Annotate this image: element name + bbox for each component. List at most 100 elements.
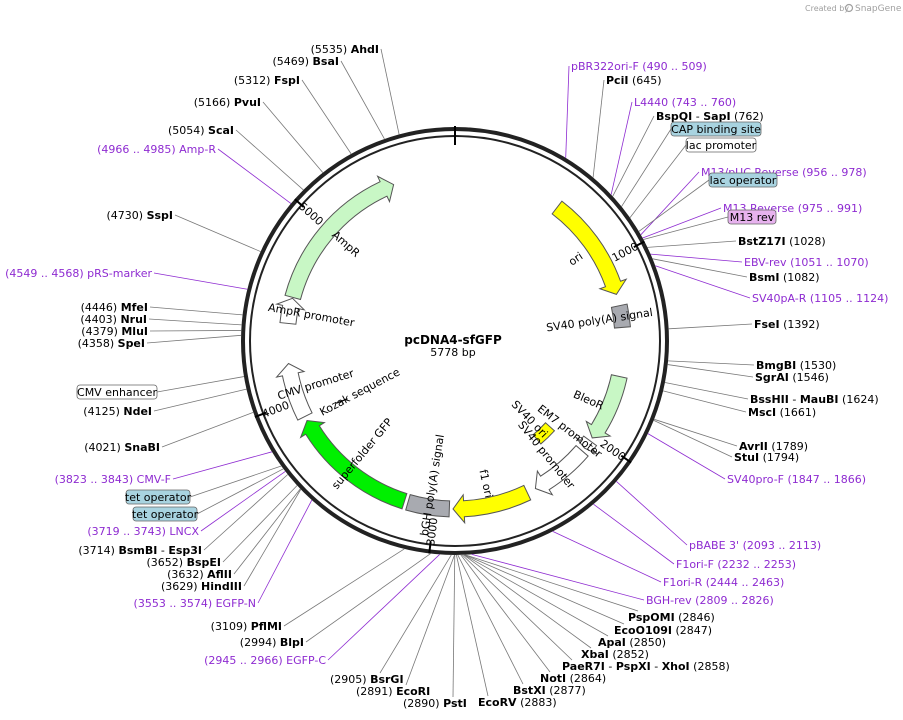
feature-f1-ori[interactable]	[452, 484, 532, 525]
leader-line	[652, 258, 748, 278]
primer-label[interactable]: (2945 .. 2966) EGFP-C	[204, 654, 326, 667]
feature-ampr-promoter[interactable]	[274, 297, 306, 325]
leader-line	[174, 214, 261, 252]
enzyme-label[interactable]: (3632) AflII	[167, 568, 232, 581]
primer-label[interactable]: F1ori-R (2444 .. 2463)	[663, 576, 784, 589]
enzyme-label[interactable]: (3714) BsmBI - Esp3I	[78, 544, 202, 557]
primer-label[interactable]: (3553 .. 3574) EGFP-N	[134, 597, 256, 610]
feature-box[interactable]	[132, 506, 198, 522]
feature-sv40-poly-a-signal[interactable]	[610, 303, 631, 329]
enzyme-label[interactable]: (3109) PflMI	[211, 620, 282, 633]
enzyme-label[interactable]: (5166) PvuI	[194, 96, 261, 109]
tick-mark	[633, 240, 645, 249]
feature-box-label: lac operator	[710, 174, 777, 187]
enzyme-label[interactable]: (3652) BspEI	[147, 556, 222, 569]
feature-sv40-poly-a-signal-label: SV40 poly(A) signal	[545, 306, 653, 335]
feature-box[interactable]	[76, 384, 158, 400]
enzyme-label[interactable]: (5469) BsaI	[272, 55, 339, 68]
enzyme-label[interactable]: MscI (1661)	[748, 406, 816, 419]
enzyme-label[interactable]: EcoO109I (2847)	[614, 624, 712, 637]
enzyme-label[interactable]: (2890) PstI	[403, 697, 467, 710]
enzyme-label[interactable]: NotI (2864)	[540, 672, 606, 685]
enzyme-label[interactable]: BstXI (2877)	[513, 684, 586, 697]
feature-box[interactable]	[685, 137, 757, 153]
leader-line	[667, 364, 754, 378]
enzyme-label[interactable]: PaeR7I - PspXI - XhoI (2858)	[562, 660, 730, 673]
feature-ampr[interactable]	[284, 175, 395, 301]
leader-line	[647, 240, 737, 248]
enzyme-label[interactable]: (4446) MfeI	[81, 301, 148, 314]
feature-ori[interactable]	[551, 200, 628, 295]
primer-label[interactable]: (3719 .. 3743) LNCX	[87, 525, 199, 538]
enzyme-label[interactable]: PspOMI (2846)	[628, 611, 715, 624]
leader-line	[217, 148, 292, 204]
feature-track	[274, 175, 631, 525]
enzyme-label[interactable]: FseI (1392)	[754, 318, 820, 331]
enzyme-label[interactable]: (5535) AhdI	[311, 43, 379, 56]
enzyme-label[interactable]: BsmI (1082)	[749, 271, 820, 284]
primer-label[interactable]: L4440 (743 .. 760)	[634, 96, 736, 109]
leader-line	[222, 485, 298, 563]
primer-label[interactable]: SV40pro-F (1847 .. 1866)	[727, 473, 866, 486]
feature-bgh-poly-a-signal[interactable]	[405, 493, 451, 518]
feature-box[interactable]	[727, 209, 777, 225]
enzyme-label[interactable]: (4379) MluI	[81, 325, 148, 338]
feature-box[interactable]	[708, 172, 778, 188]
feature-box[interactable]	[670, 121, 762, 137]
enzyme-label[interactable]: (4125) NdeI	[83, 405, 152, 418]
leader-line	[642, 207, 722, 239]
enzyme-label[interactable]: ApaI (2850)	[598, 636, 666, 649]
enzyme-label[interactable]: (2905) BsrGI	[330, 673, 404, 686]
leader-line	[647, 433, 726, 480]
enzyme-label[interactable]: PciI (645)	[606, 74, 662, 87]
enzyme-label[interactable]: (4021) SnaBI	[84, 441, 160, 454]
leader-line	[200, 471, 286, 532]
primer-label[interactable]: SV40pA-R (1105 .. 1124)	[752, 292, 888, 305]
enzyme-label[interactable]: (5312) FspI	[234, 74, 300, 87]
leader-line	[452, 554, 456, 698]
feature-box[interactable]	[125, 489, 191, 505]
primer-label[interactable]: BGH-rev (2809 .. 2826)	[646, 594, 774, 607]
feature-cmv-promoter[interactable]	[275, 362, 313, 421]
enzyme-label[interactable]: SgrAI (1546)	[755, 371, 829, 384]
enzyme-label[interactable]: BssHII - MauBI (1624)	[750, 393, 879, 406]
enzyme-label[interactable]: (4403) NruI	[80, 313, 147, 326]
feature-em7-promoter[interactable]	[575, 435, 598, 455]
primer-label[interactable]: pBR322ori-F (490 .. 509)	[571, 60, 707, 73]
primer-label[interactable]: EBV-rev (1051 .. 1070)	[744, 256, 869, 269]
primer-label[interactable]: (4549 .. 4568) pRS-marker	[5, 267, 152, 280]
enzyme-label[interactable]: (4358) SpeI	[78, 337, 145, 350]
feature-sv40-promoter[interactable]	[534, 444, 589, 496]
enzyme-label[interactable]: BmgBI (1530)	[756, 359, 836, 372]
leader-line	[621, 128, 672, 207]
enzyme-label[interactable]: (3629) HindIII	[161, 580, 242, 593]
primer-label[interactable]: (4966 .. 4985) Amp-R	[97, 143, 216, 156]
feature-kozak-sequence[interactable]	[336, 398, 348, 404]
enzyme-label[interactable]: (4730) SspI	[106, 209, 173, 222]
feature-superfolder-gfp[interactable]	[299, 419, 408, 510]
enzyme-label[interactable]: (5054) ScaI	[168, 124, 234, 137]
feature-sv40-ori[interactable]	[532, 422, 556, 445]
leader-line	[456, 554, 489, 697]
enzyme-label[interactable]: XbaI (2852)	[581, 648, 649, 661]
enzyme-label[interactable]: AvrII (1789)	[739, 440, 808, 453]
enzyme-label[interactable]: StuI (1794)	[734, 451, 799, 464]
primer-label[interactable]: F1ori-F (2232 .. 2253)	[676, 558, 796, 571]
enzyme-label[interactable]: (2891) EcoRI	[356, 685, 430, 698]
leader-line	[149, 330, 242, 332]
leader-line	[235, 129, 304, 191]
primer-label[interactable]: (3823 .. 3843) CMV-F	[55, 473, 171, 486]
leader-line	[616, 481, 688, 546]
leader-lines	[146, 48, 755, 698]
leader-line	[405, 554, 455, 686]
leader-line	[461, 554, 573, 661]
leader-line	[668, 360, 755, 366]
leader-line	[464, 554, 625, 625]
enzyme-label[interactable]: BstZ17I (1028)	[738, 235, 826, 248]
primer-label[interactable]: pBABE 3' (2093 .. 2113)	[689, 539, 821, 552]
feature-bleor[interactable]	[585, 374, 628, 439]
enzyme-label[interactable]: BspQI - SapI (762)	[656, 110, 764, 123]
leader-line	[172, 451, 273, 480]
enzyme-label[interactable]: (2994) BlpI	[240, 636, 304, 649]
enzyme-label[interactable]: EcoRV (2883)	[478, 696, 557, 709]
